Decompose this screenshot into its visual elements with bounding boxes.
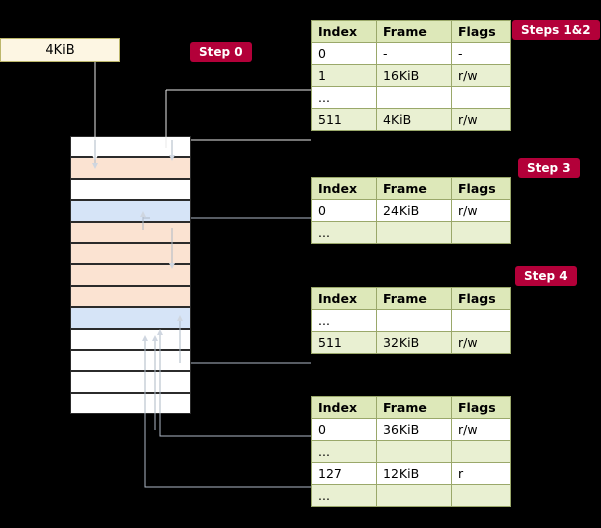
memory-row <box>70 307 191 329</box>
table-cell: 4KiB <box>376 108 452 131</box>
source-block-4kib: 4KiB <box>0 38 120 62</box>
table-header-cell: Flags <box>451 287 511 310</box>
table-cell: 0 <box>311 199 377 222</box>
label-step-0: Step 0 <box>190 42 252 62</box>
label-steps-1-2: Steps 1&2 <box>512 20 600 40</box>
label-step-3: Step 3 <box>518 158 580 178</box>
table-row: ... <box>311 484 511 507</box>
memory-row <box>70 285 191 308</box>
table-header-cell: Frame <box>376 177 452 200</box>
table-cell: 511 <box>311 108 377 131</box>
table-cell: 127 <box>311 462 377 485</box>
table-header-cell: Index <box>311 396 377 419</box>
memory-row <box>70 157 191 179</box>
table-cell: - <box>451 42 511 65</box>
table-header-cell: Flags <box>451 396 511 419</box>
table-header-cell: Frame <box>376 396 452 419</box>
table-cell: 12KiB <box>376 462 452 485</box>
table-header-cell: Index <box>311 177 377 200</box>
table-cell <box>376 309 452 332</box>
table-header-cell: Frame <box>376 287 452 310</box>
label-step-4: Step 4 <box>515 266 577 286</box>
table-cell <box>376 440 452 463</box>
table-cell: 36KiB <box>376 418 452 441</box>
table-cell: r/w <box>451 64 511 87</box>
memory-row <box>70 264 191 286</box>
table-cell: - <box>376 42 452 65</box>
table-cell <box>451 440 511 463</box>
memory-column <box>70 136 191 415</box>
table-row: ... <box>311 440 511 463</box>
memory-row <box>70 221 191 243</box>
memory-row <box>70 200 191 222</box>
table-cell <box>451 86 511 109</box>
table-cell <box>451 309 511 332</box>
table-row: 0-- <box>311 42 511 65</box>
table-header-cell: Flags <box>451 177 511 200</box>
table-cell <box>451 484 511 507</box>
table-cell: 0 <box>311 418 377 441</box>
memory-row <box>70 392 191 415</box>
table-cell: r/w <box>451 108 511 131</box>
table-cell: r/w <box>451 199 511 222</box>
table-cell: 0 <box>311 42 377 65</box>
table-header-cell: Index <box>311 287 377 310</box>
table-cell: r/w <box>451 418 511 441</box>
table-cell: 32KiB <box>376 331 452 354</box>
table-header-cell: Flags <box>451 20 511 43</box>
table-cell <box>376 86 452 109</box>
table-cell: 16KiB <box>376 64 452 87</box>
table-header-cell: Frame <box>376 20 452 43</box>
table-cell: 511 <box>311 331 377 354</box>
memory-row <box>70 328 191 350</box>
table-cell: r/w <box>451 331 511 354</box>
table-row: ... <box>311 309 511 332</box>
memory-row <box>70 243 191 265</box>
table-header-cell: Index <box>311 20 377 43</box>
table-cell <box>376 484 452 507</box>
table-cell: ... <box>311 309 377 332</box>
table-cell <box>451 221 511 244</box>
memory-row <box>70 178 191 201</box>
table-cell: 1 <box>311 64 377 87</box>
table-cell: 24KiB <box>376 199 452 222</box>
source-block-label: 4KiB <box>45 42 75 58</box>
table-cell: ... <box>311 484 377 507</box>
memory-row <box>70 136 191 158</box>
memory-row <box>70 350 191 372</box>
table-row: ... <box>311 86 511 109</box>
table-cell: ... <box>311 440 377 463</box>
table-cell: ... <box>311 221 377 244</box>
table-cell: ... <box>311 86 377 109</box>
table-cell <box>376 221 452 244</box>
table-row: ... <box>311 221 511 244</box>
table-cell: r <box>451 462 511 485</box>
memory-row <box>70 371 191 393</box>
